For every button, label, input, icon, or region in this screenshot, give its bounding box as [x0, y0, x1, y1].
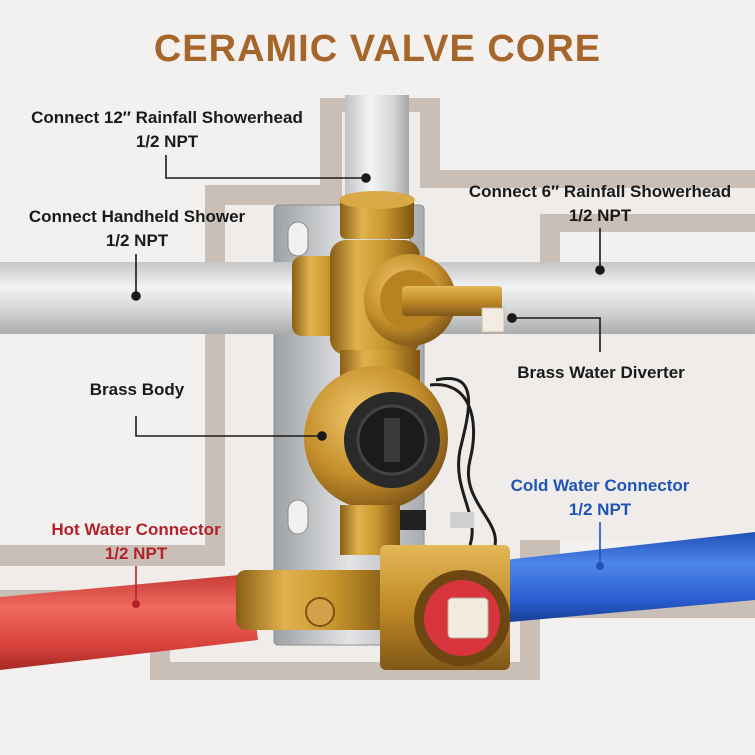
- label-12-rainfall: Connect 12″ Rainfall Showerhead 1/2 NPT: [14, 106, 320, 154]
- label-diverter: Brass Water Diverter: [504, 361, 698, 385]
- label-handheld-line1: Connect Handheld Shower: [28, 207, 246, 226]
- brass-valve-body: [236, 191, 517, 670]
- label-cold-water: Cold Water Connector 1/2 NPT: [498, 474, 702, 522]
- label-12-rainfall-line1: Connect 12″ Rainfall Showerhead: [31, 108, 303, 127]
- leader-body: [135, 416, 322, 437]
- label-brass-body: Brass Body: [82, 378, 192, 402]
- label-6-rainfall-line2: 1/2 NPT: [568, 206, 632, 225]
- label-handheld: Connect Handheld Shower 1/2 NPT: [14, 205, 260, 253]
- label-12-rainfall-line2: 1/2 NPT: [135, 132, 199, 151]
- label-6-rainfall-line1: Connect 6″ Rainfall Showerhead: [468, 182, 732, 201]
- leader-diverter: [512, 317, 601, 352]
- label-hot-water-line1: Hot Water Connector: [51, 520, 221, 539]
- label-hot-water-line2: 1/2 NPT: [104, 544, 168, 563]
- label-6-rainfall: Connect 6″ Rainfall Showerhead 1/2 NPT: [453, 180, 747, 228]
- leader-rainfall12: [165, 155, 366, 179]
- label-hot-water: Hot Water Connector 1/2 NPT: [38, 518, 234, 566]
- label-cold-water-line1: Cold Water Connector: [510, 476, 690, 495]
- label-diverter-line1: Brass Water Diverter: [517, 363, 685, 382]
- sensor-wires: [400, 377, 497, 546]
- label-brass-body-line1: Brass Body: [89, 380, 185, 399]
- hot-water-pipe: [0, 574, 258, 670]
- page-title: CERAMIC VALVE CORE: [153, 28, 602, 70]
- callout-lines-colored: [132, 522, 604, 608]
- cold-water-pipe: [505, 532, 755, 622]
- label-handheld-line2: 1/2 NPT: [105, 231, 169, 250]
- callout-lines: [131, 155, 605, 441]
- label-cold-water-line2: 1/2 NPT: [568, 500, 632, 519]
